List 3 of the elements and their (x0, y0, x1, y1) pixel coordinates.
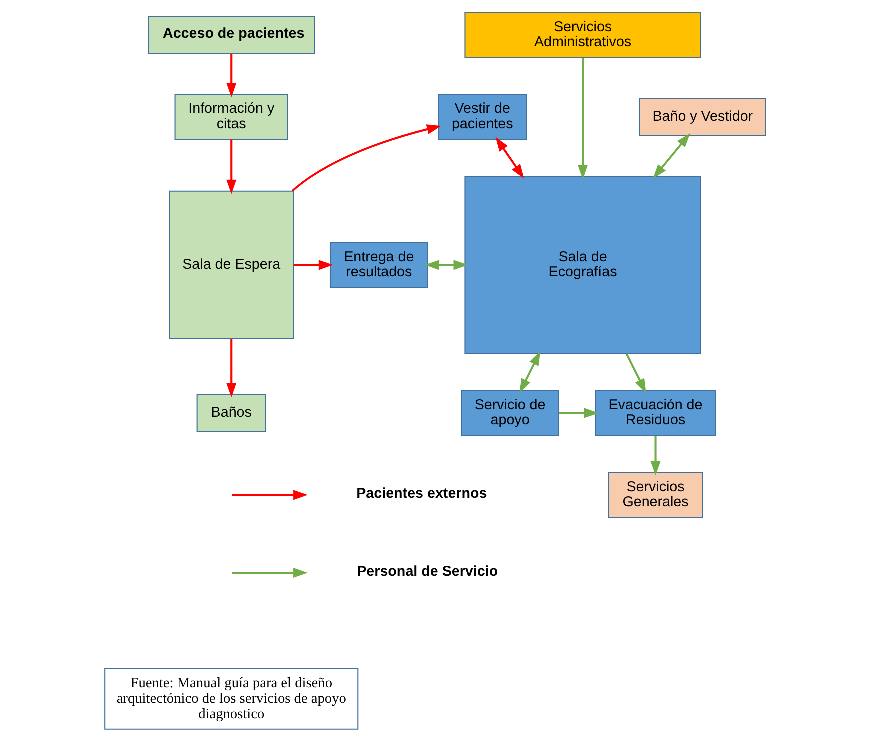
legend-label: Personal de Servicio (356, 564, 498, 580)
label: Fuente: Manual guía para el diseño arquitectónico de los servicios de apoyo diagnostico (116, 676, 346, 722)
legend-label: Pacientes externos (356, 486, 487, 502)
